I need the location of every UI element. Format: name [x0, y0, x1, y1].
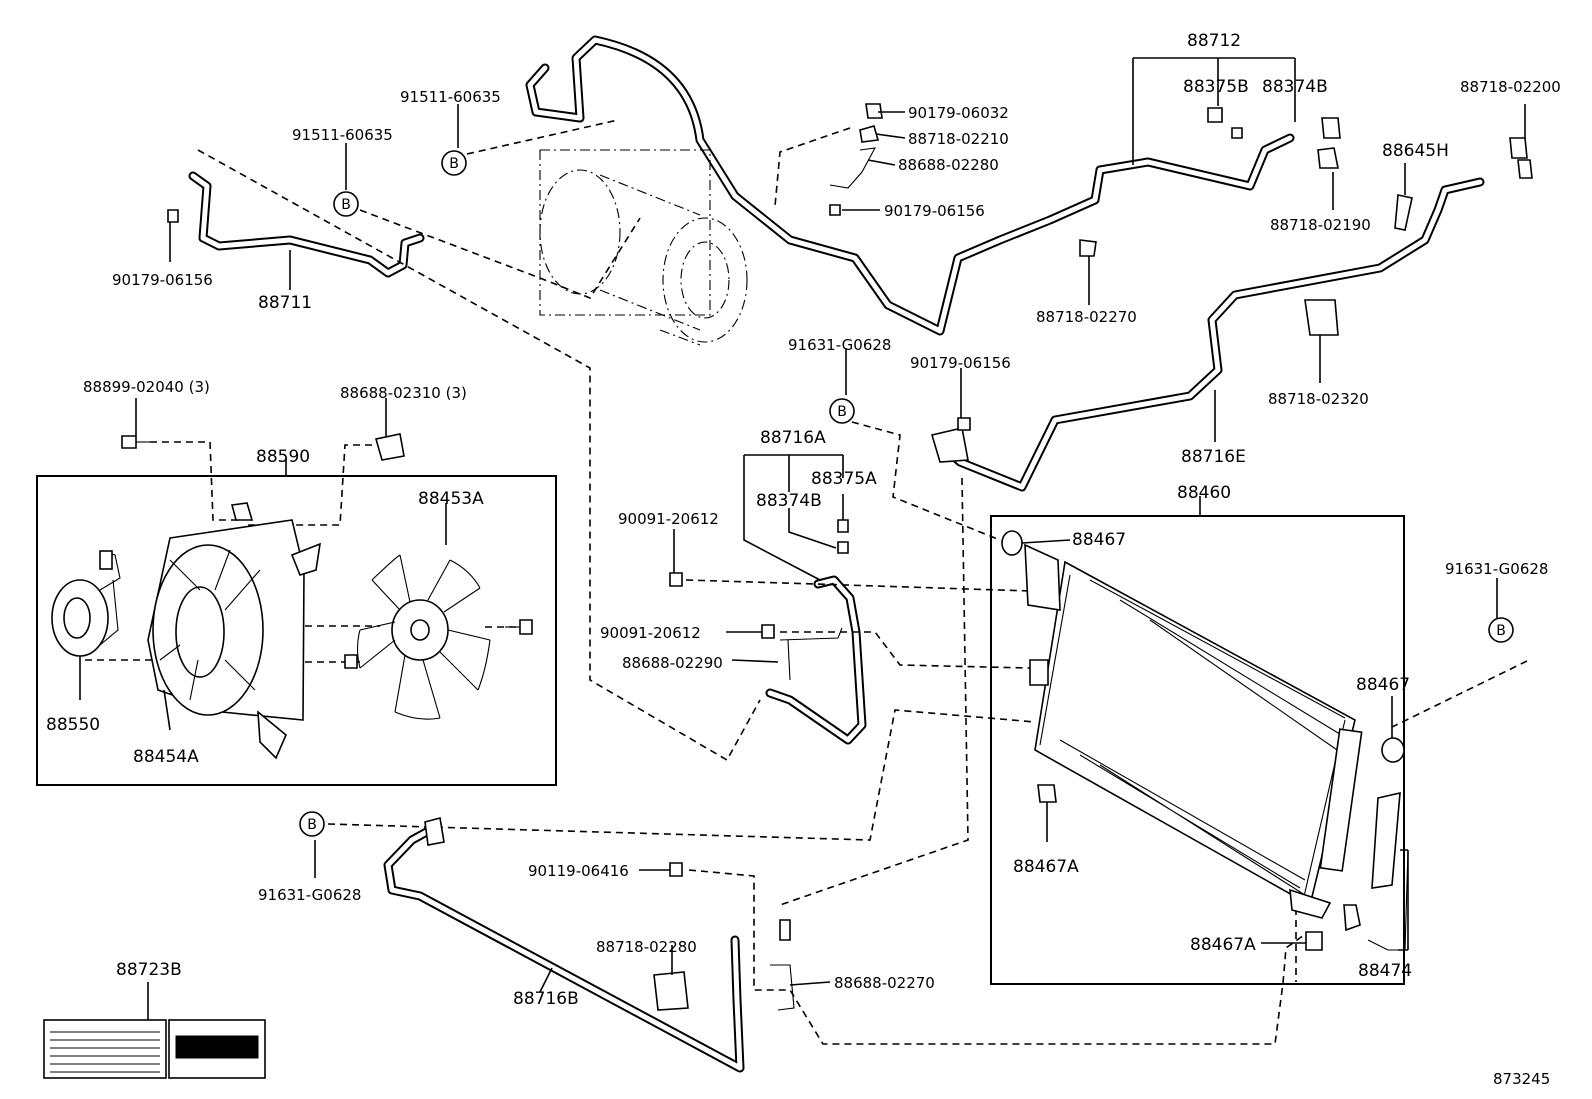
label-90091-20612-a: 90091-20612 [618, 510, 719, 528]
label-88711: 88711 [258, 293, 312, 313]
label-88467-a: 88467 [1072, 530, 1126, 550]
condenser-88460 [1024, 543, 1363, 919]
label-88550: 88550 [46, 715, 100, 735]
label-91511-60635-a: 91511-60635 [400, 88, 501, 106]
label-88899-02040: 88899-02040 (3) [83, 378, 210, 396]
diagram-number: 873245 [1493, 1070, 1550, 1088]
label-88590: 88590 [256, 447, 310, 467]
fan-shroud-88454a [147, 502, 322, 760]
label-88467a-a: 88467A [1013, 857, 1079, 877]
label-90119-06416: 90119-06416 [528, 862, 629, 880]
caution-label-card [43, 1019, 266, 1079]
label-88474: 88474 [1358, 961, 1412, 981]
svg-text:B: B [341, 197, 351, 213]
svg-text:B: B [1496, 623, 1506, 639]
label-88718-02280: 88718-02280 [596, 938, 697, 956]
label-90179-06032: 90179-06032 [908, 104, 1009, 122]
compressor [539, 149, 748, 346]
label-88716e: 88716E [1181, 447, 1246, 467]
label-88375b-top: 88375B [1183, 77, 1249, 97]
ref-b-callout-2: B [333, 191, 359, 217]
label-88716b: 88716B [513, 989, 579, 1009]
label-88718-02190: 88718-02190 [1270, 216, 1371, 234]
label-91631-g0628-c: 91631-G0628 [258, 886, 361, 904]
label-90179-06156-c: 90179-06156 [910, 354, 1011, 372]
fan-assembly-box [36, 475, 557, 786]
label-88712: 88712 [1187, 31, 1241, 51]
dryer-88474 [1343, 791, 1409, 951]
label-88718-02320: 88718-02320 [1268, 390, 1369, 408]
pipe-88716b-tube [383, 824, 745, 1073]
condenser-cushions [1001, 530, 1405, 951]
label-88460: 88460 [1177, 483, 1231, 503]
dashed-leaders [85, 119, 1528, 1045]
label-91631-g0628-a: 91631-G0628 [788, 336, 891, 354]
label-88723b: 88723B [116, 960, 182, 980]
svg-text:B: B [837, 404, 847, 420]
ref-b-callout-4: B [1488, 617, 1514, 643]
leader-lines [79, 57, 1526, 1020]
label-88718-02200: 88718-02200 [1460, 78, 1561, 96]
pipe-88716a-tube [765, 575, 867, 745]
ref-b-callout-1: B [441, 150, 467, 176]
ref-b-callout-5: B [299, 811, 325, 837]
label-88688-02290: 88688-02290 [622, 654, 723, 672]
label-88374b-top: 88374B [1262, 77, 1328, 97]
small-fittings [167, 103, 1533, 1011]
svg-text:B: B [307, 817, 317, 833]
label-88467a-b: 88467A [1190, 935, 1256, 955]
label-90091-20612-b: 90091-20612 [600, 624, 701, 642]
label-88645h: 88645H [1382, 141, 1449, 161]
label-88716a: 88716A [760, 428, 826, 448]
label-88688-02270: 88688-02270 [834, 974, 935, 992]
label-88688-02310: 88688-02310 (3) [340, 384, 467, 402]
label-88467-b: 88467 [1356, 675, 1410, 695]
label-90179-06156-b: 90179-06156 [112, 271, 213, 289]
label-88375a: 88375A [811, 469, 877, 489]
label-90179-06156-a: 90179-06156 [884, 202, 985, 220]
fan-motor-88550 [51, 550, 121, 657]
fan-blade-88453a [356, 554, 491, 720]
pipe-suction-tube [525, 35, 1295, 336]
svg-text:B: B [449, 156, 459, 172]
label-88718-02210: 88718-02210 [908, 130, 1009, 148]
label-88374b-mid: 88374B [756, 491, 822, 511]
ref-b-callout-3: B [829, 398, 855, 424]
label-88688-02280: 88688-02280 [898, 156, 999, 174]
label-91511-60635-b: 91511-60635 [292, 126, 393, 144]
pipe-88711-tube [188, 171, 425, 278]
label-88454a: 88454A [133, 747, 199, 767]
pipe-88716e-tube [938, 177, 1485, 492]
label-91631-g0628-b: 91631-G0628 [1445, 560, 1548, 578]
label-88718-02270: 88718-02270 [1036, 308, 1137, 326]
fan-fasteners [121, 433, 533, 669]
label-88453a: 88453A [418, 489, 484, 509]
